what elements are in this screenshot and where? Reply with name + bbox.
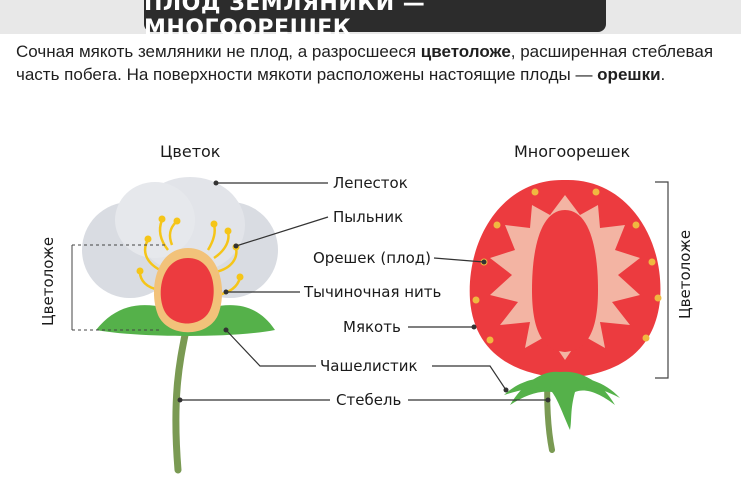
label-flesh: Мякоть [343,318,401,336]
fruit-title: Многоорешек [514,142,631,161]
receptacle-right-bracket [655,181,669,379]
label-filament: Тычиночная нить [304,283,442,301]
fruit-sepals [510,371,615,430]
intro-part-2: , расширенная стеблевая часть побега. На… [16,42,714,84]
fruit-illustration [469,179,662,453]
receptacle-label-right: Цветоложе [676,229,694,319]
petal-back [115,182,195,258]
label-sepal: Чашелистик [320,357,418,375]
flower-receptacle [160,258,214,324]
intro-text: Сочная мякоть земляники не плод, а разро… [16,40,731,86]
anthers [136,215,244,281]
intro-bold-receptacle: цветоложе [420,42,511,61]
fruit-core [532,210,598,352]
page-title: ПЛОД ЗЕМЛЯНИКИ — МНОГООРЕШЕК [144,0,606,41]
leader-dots [177,180,551,403]
receptacle-label-left: Цветоложе [39,236,57,326]
label-achene: Орешек (плод) [313,249,431,267]
flower-title: Цветок [160,142,221,161]
label-anther: Пыльник [333,208,404,226]
leader-lines [180,182,548,401]
title-bar: ПЛОД ЗЕМЛЯНИКИ — МНОГООРЕШЕК [0,0,741,41]
intro-bold-achenes: орешки [597,65,661,84]
flower-illustration [82,177,278,474]
flower-stem [172,326,190,474]
intro-part-3: . [660,65,666,84]
intro-part-1: Сочная мякоть земляники не плод, а разро… [16,42,421,61]
receptacle-left-bracket [71,244,168,331]
label-stem: Стебель [336,391,402,409]
label-petal: Лепесток [333,174,408,192]
